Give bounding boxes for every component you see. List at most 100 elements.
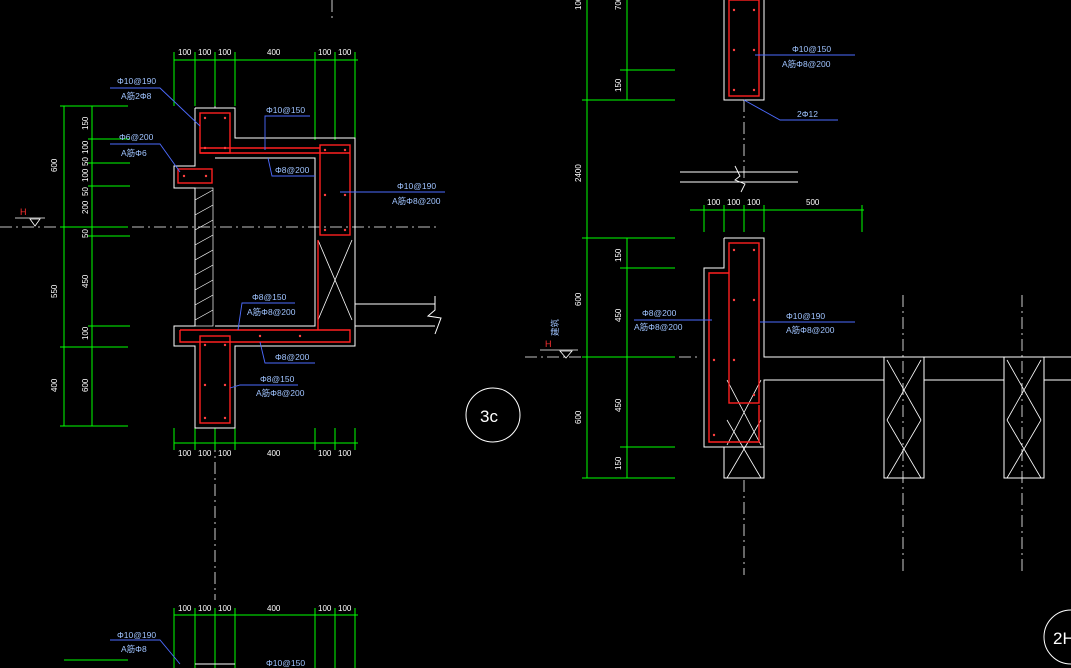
section-b-mid-dim-3: 100: [747, 198, 761, 207]
section-c-top-dim-3: 100: [218, 604, 232, 613]
section-a-leader-lines: [110, 87, 445, 389]
section-a-inner-dim-2: 100: [81, 140, 90, 154]
section-c-top-dim-5: 100: [318, 604, 332, 613]
section-b-dim-5: 150: [614, 248, 623, 262]
section-a-top-dim-1: 100: [178, 48, 192, 57]
section-a-level-label: H: [20, 207, 27, 217]
section-b-dim-6: 600: [574, 292, 583, 306]
section-a-note-12: Φ8@150: [260, 374, 295, 384]
section-b-center-lines: [331, 0, 1023, 575]
section-b-dim-2: 700: [614, 0, 623, 10]
section-b-left-dimension-chains: [582, 0, 864, 479]
section-b-vertical-label: 建筑: [550, 318, 560, 336]
section-a-note-4: A筋Φ6: [121, 148, 147, 158]
section-c-top-dim-1: 100: [178, 604, 192, 613]
section-a-note-10: A筋Φ8@200: [247, 307, 296, 317]
section-c-note-1: Φ10@190: [117, 630, 156, 640]
section-b-note-2: A筋Φ8@200: [782, 59, 831, 69]
section-b-dim-3: 150: [614, 78, 623, 92]
section-a-note-3: Φ6@200: [119, 132, 154, 142]
section-a-note-6: Φ8@200: [275, 165, 310, 175]
section-a-column-cross: [317, 239, 353, 321]
section-b-rebar-dots: [712, 8, 756, 437]
section-b-note-4: Φ8@200: [642, 308, 677, 318]
section-b-dim-8: 600: [574, 410, 583, 424]
section-b-note-7: A筋Φ8@200: [786, 325, 835, 335]
section-b-break-line: [680, 165, 798, 193]
section-b-dim-10: 150: [614, 456, 623, 470]
section-a-rebar: [177, 112, 351, 424]
detail-bubble-2h: 2H: [1043, 609, 1071, 665]
section-b-dim-1: 100: [574, 0, 583, 10]
section-a-top-dim-2: 100: [198, 48, 212, 57]
detail-bubble-3c: 3c: [465, 387, 521, 443]
section-c-top-dim-6: 100: [338, 604, 352, 613]
section-b-dim-4: 2400: [574, 164, 583, 182]
section-b-column-crosses: [726, 359, 1042, 479]
section-a-note-5: Φ10@150: [266, 105, 305, 115]
section-a-detail: 100 100 100 400 100 100 100 100 100 400 …: [0, 48, 445, 600]
section-b-level-mark: H 建筑: [540, 318, 578, 359]
detail-bubble-3c-label: 3c: [480, 407, 498, 426]
section-a-inner-dim-10: 600: [81, 378, 90, 392]
section-a-top-dim-4: 400: [267, 48, 281, 57]
section-c-detail: 100 100 100 400 100 100 Φ10@190 A筋Φ8 Φ10…: [64, 604, 358, 668]
section-a-top-dim-6: 100: [338, 48, 352, 57]
section-a-note-8: A筋Φ8@200: [392, 196, 441, 206]
section-a-note-1: Φ10@190: [117, 76, 156, 86]
section-a-level-mark: H: [15, 207, 45, 227]
section-b-concrete-outline: [703, 0, 1071, 479]
section-b-rebar: [708, 0, 760, 443]
section-a-inner-dim-8: 450: [81, 274, 90, 288]
section-a-bottom-dim-4: 400: [267, 449, 281, 458]
section-a-left-dimension-chains: [60, 105, 130, 427]
section-a-note-11: Φ8@200: [275, 352, 310, 362]
section-b-note-3: 2Φ12: [797, 109, 818, 119]
section-a-bottom-dim-5: 100: [318, 449, 332, 458]
section-a-left-dim-400: 400: [50, 378, 59, 392]
detail-bubble-2h-label: 2H: [1053, 629, 1071, 648]
section-c-note-3: Φ10@150: [266, 658, 305, 668]
section-b-mid-dim-4: 500: [806, 198, 820, 207]
section-a-bottom-dim-2: 100: [198, 449, 212, 458]
section-a-inner-dim-6: 200: [81, 200, 90, 214]
section-b-leader-lines: [634, 54, 855, 323]
section-a-brick-wall-hatch: [194, 187, 214, 327]
section-a-note-7: Φ10@190: [397, 181, 436, 191]
section-a-top-dim-5: 100: [318, 48, 332, 57]
section-a-bottom-dim-1: 100: [178, 449, 192, 458]
section-a-inner-dim-7: 50: [81, 229, 90, 238]
section-a-note-9: Φ8@150: [252, 292, 287, 302]
section-b-mid-dim-1: 100: [707, 198, 721, 207]
section-a-note-13: A筋Φ8@200: [256, 388, 305, 398]
section-b-level-label: H: [545, 339, 552, 349]
section-a-note-2: A筋2Φ8: [121, 91, 152, 101]
section-b-note-5: A筋Φ8@200: [634, 322, 683, 332]
section-a-inner-dim-5: 50: [81, 187, 90, 196]
section-b-dim-9: 450: [614, 398, 623, 412]
section-a-inner-dim-4: 100: [81, 168, 90, 182]
section-c-leader-lines: [110, 639, 181, 665]
section-a-inner-dim-9: 100: [81, 326, 90, 340]
section-a-inner-dim-1: 150: [81, 116, 90, 130]
section-a-inner-dim-3: 50: [81, 157, 90, 166]
section-a-bottom-dim-3: 100: [218, 449, 232, 458]
section-c-note-2: A筋Φ8: [121, 644, 147, 654]
section-a-left-dim-550: 550: [50, 284, 59, 298]
section-c-top-dim-4: 400: [267, 604, 281, 613]
section-a-bottom-dim-6: 100: [338, 449, 352, 458]
section-a-rebar-dots: [182, 116, 347, 420]
section-b-dim-7: 450: [614, 308, 623, 322]
section-b-mid-dim-2: 100: [727, 198, 741, 207]
section-b-note-1: Φ10@150: [792, 44, 831, 54]
section-c-top-dim-2: 100: [198, 604, 212, 613]
section-a-concrete-outline: [173, 107, 442, 429]
section-a-top-dim-3: 100: [218, 48, 232, 57]
section-b-detail: 100 700 150 2400 150 600 450 600 450 150…: [331, 0, 1071, 575]
section-a-top-dimension-chain: [173, 52, 358, 140]
section-b-note-6: Φ10@190: [786, 311, 825, 321]
section-a-bottom-dimension-chain: [173, 428, 358, 450]
section-c-top-dimension-chain: [64, 608, 358, 668]
section-a-left-dim-600: 600: [50, 158, 59, 172]
